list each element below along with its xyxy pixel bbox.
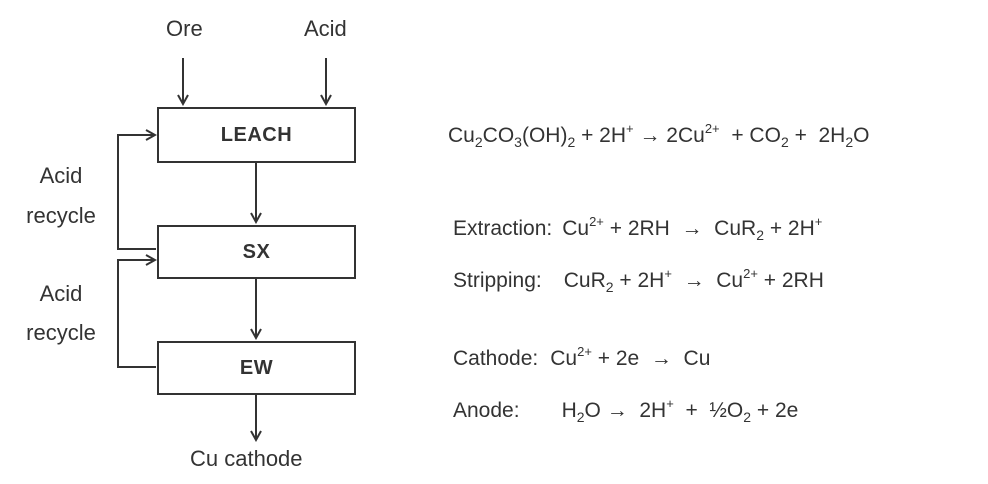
extraction-equation: Extraction:Cu2+ + 2RH → CuR2 + 2H+ [453,214,823,243]
acid-recycle-2-line2: recycle [26,320,96,345]
leach-equation: Cu2CO3(OH)2 + 2H+ → 2Cu2+ + CO2 + 2H2O [448,121,870,150]
sx-box: SX [157,225,356,279]
ew-box: EW [157,341,356,395]
acid-recycle-1-line1: Acid [39,163,83,188]
acid-recycle-2-line1: Acid [39,281,83,306]
stripping-label: Stripping: [453,269,542,292]
cathode-equation: Cathode:Cu2+ + 2e → Cu [453,344,711,370]
anode-label: Anode: [453,399,520,422]
cu-cathode-label: Cu cathode [190,446,303,471]
acid-input-label: Acid [304,16,347,41]
cathode-label: Cathode: [453,347,539,370]
stripping-equation: Stripping:CuR2 + 2H+ → Cu2+ + 2RH [453,266,824,295]
anode-equation: Anode:H2O → 2H+ + ½O2 + 2e [453,396,799,425]
leach-box: LEACH [157,107,356,163]
ore-label: Ore [166,16,203,41]
acid-recycle-line-sx-to-leach [117,135,156,250]
acid-recycle-line-ew-to-sx [117,260,156,368]
extraction-label: Extraction: [453,217,553,240]
acid-recycle-1-line2: recycle [26,203,96,228]
